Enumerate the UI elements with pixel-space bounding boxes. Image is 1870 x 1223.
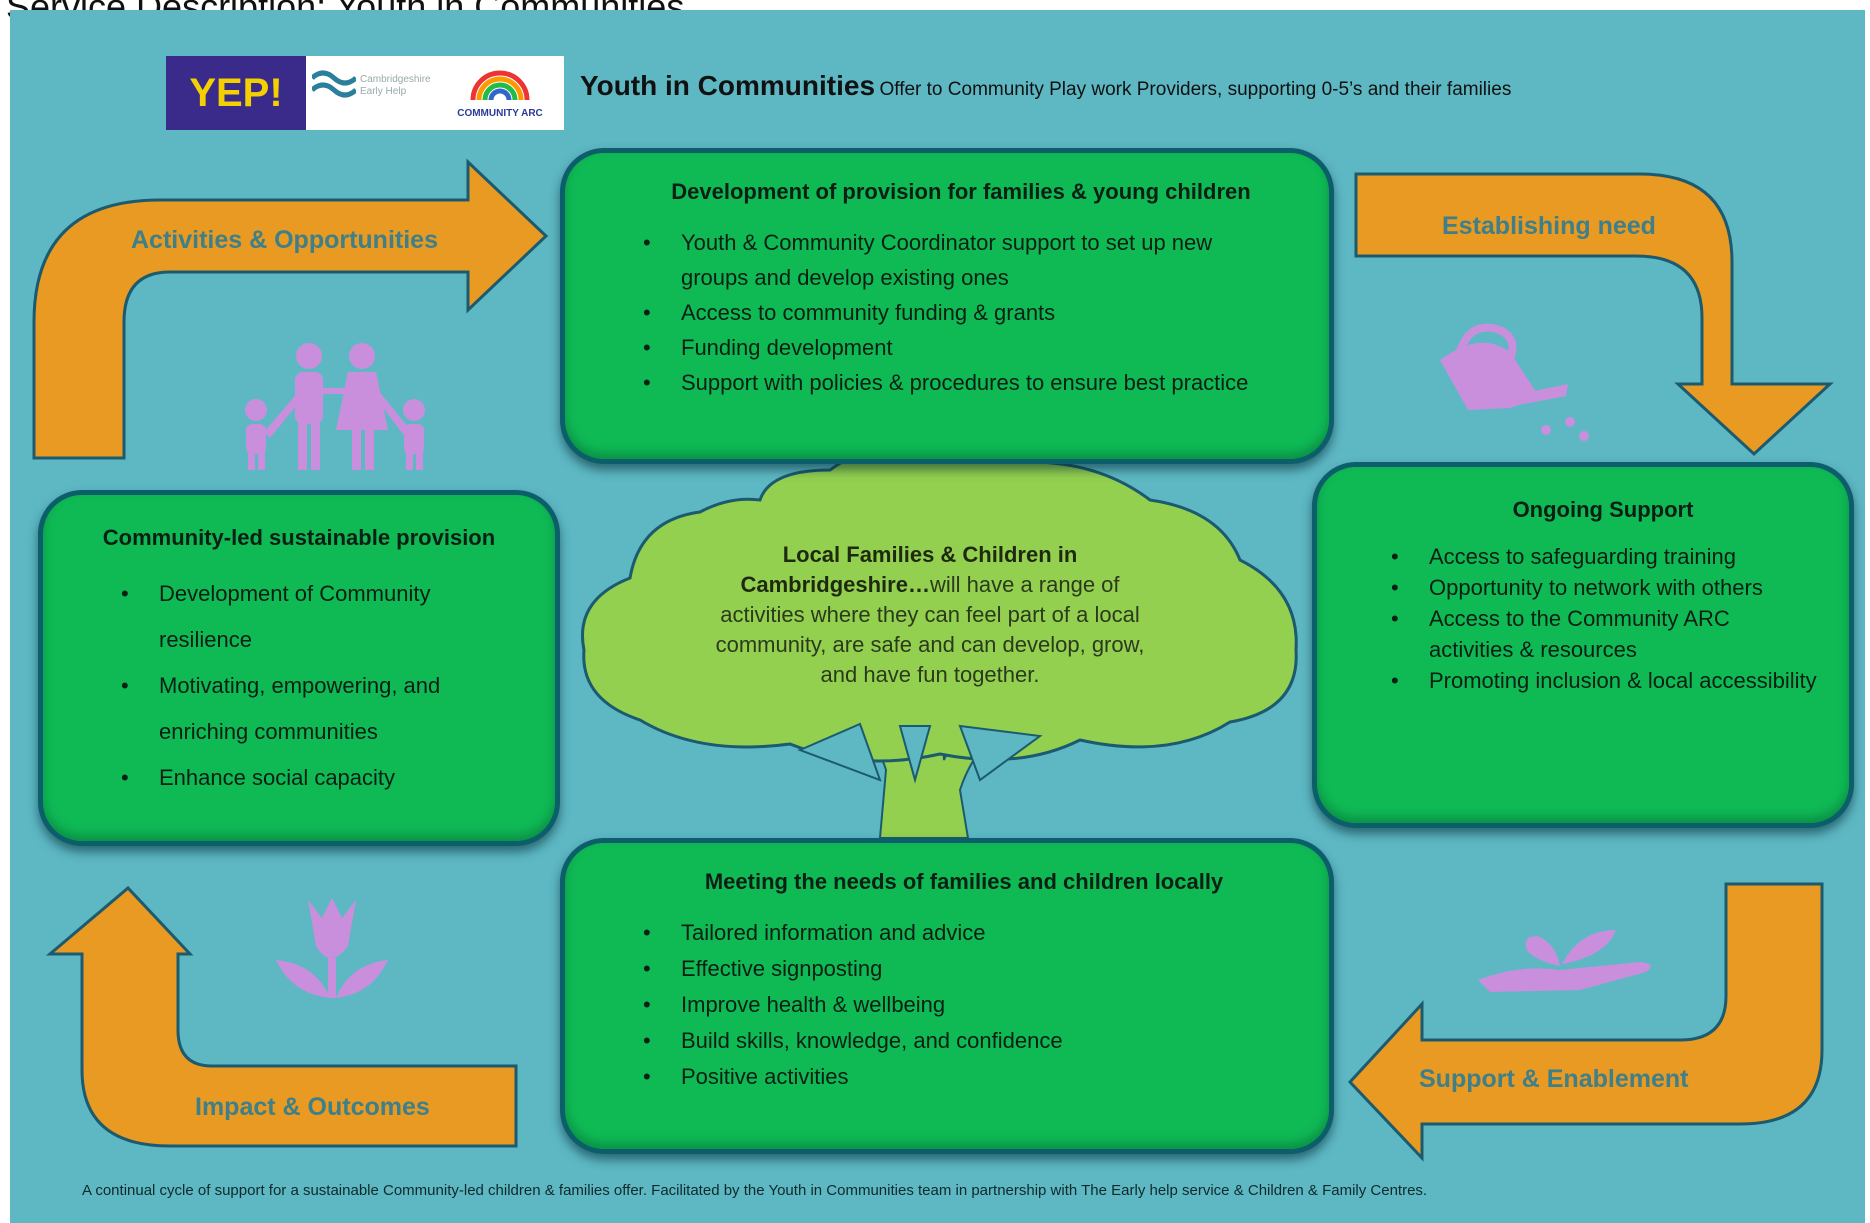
list-item: Development of Community resilience <box>117 571 525 663</box>
footer-note: A continual cycle of support for a susta… <box>82 1182 1428 1199</box>
community-led-box: Community-led sustainable provision Deve… <box>38 490 560 846</box>
development-title: Development of provision for families & … <box>671 179 1251 204</box>
list-item: Tailored information and advice <box>639 915 1289 951</box>
arrow-activities <box>32 158 549 460</box>
arrow-label-establishing: Establishing need <box>1442 212 1656 240</box>
list-item: Access to community funding & grants <box>639 295 1283 330</box>
arrow-label-activities: Activities & Opportunities <box>131 226 438 254</box>
tree-statement-bold: Local Families & Children in Cambridgesh… <box>740 542 1078 597</box>
family-icon <box>245 343 425 470</box>
arrow-impact <box>45 885 518 1148</box>
ongoing-support-box: Ongoing Support Access to safeguarding t… <box>1312 462 1854 828</box>
watering-can-icon <box>1440 323 1589 441</box>
tree-icon <box>581 442 1298 839</box>
arrow-establishing <box>1354 172 1834 457</box>
meeting-title: Meeting the needs of families and childr… <box>704 869 1224 894</box>
logo-strip: YEP! Cambridgeshire Early Help COMMUNITY… <box>166 56 564 130</box>
seedling-hand-icon <box>1478 930 1651 992</box>
meeting-list: Tailored information and advice Effectiv… <box>639 915 1289 1095</box>
list-item: Access to safeguarding training <box>1387 541 1819 572</box>
list-item: Access to the Community ARC activities &… <box>1387 603 1819 665</box>
list-item: Funding development <box>639 330 1283 365</box>
waves-icon <box>310 70 358 98</box>
ongoing-list: Access to safeguarding training Opportun… <box>1387 541 1819 696</box>
list-item: Youth & Community Coordinator support to… <box>639 225 1283 295</box>
tulip-icon <box>276 898 388 998</box>
list-item: Support with policies & procedures to en… <box>639 365 1283 400</box>
ongoing-title: Ongoing Support <box>1512 497 1694 522</box>
community-list: Development of Community resilience Moti… <box>117 571 525 801</box>
list-item: Improve health & wellbeing <box>639 987 1289 1023</box>
early-help-logo: Cambridgeshire Early Help <box>310 68 432 118</box>
tree-statement-body: will have a range of activities where th… <box>715 572 1145 687</box>
header-subtitle: Offer to Community Play work Providers, … <box>879 79 1512 100</box>
list-item: Opportunity to network with others <box>1387 572 1819 603</box>
list-item: Motivating, empowering, and enriching co… <box>117 663 525 755</box>
development-box: Development of provision for families & … <box>560 148 1334 464</box>
arrow-label-support: Support & Enablement <box>1419 1065 1689 1093</box>
arrow-label-impact: Impact & Outcomes <box>195 1093 430 1121</box>
development-list: Youth & Community Coordinator support to… <box>639 225 1283 400</box>
community-title: Community-led sustainable provision <box>102 525 496 550</box>
list-item: Effective signposting <box>639 951 1289 987</box>
meeting-needs-box: Meeting the needs of families and childr… <box>560 838 1334 1154</box>
arrow-support <box>1347 882 1824 1162</box>
list-item: Promoting inclusion & local accessibilit… <box>1387 665 1819 696</box>
yep-logo: YEP! <box>166 56 306 130</box>
rainbow-icon <box>470 70 530 101</box>
list-item: Positive activities <box>639 1059 1289 1095</box>
header: Youth in Communities Offer to Community … <box>580 70 1511 102</box>
list-item: Enhance social capacity <box>117 755 525 801</box>
list-item: Build skills, knowledge, and confidence <box>639 1023 1289 1059</box>
header-title: Youth in Communities <box>580 70 876 101</box>
community-arc-logo: COMMUNITY ARC <box>438 60 562 126</box>
tree-statement: Local Families & Children in Cambridgesh… <box>700 540 1160 690</box>
